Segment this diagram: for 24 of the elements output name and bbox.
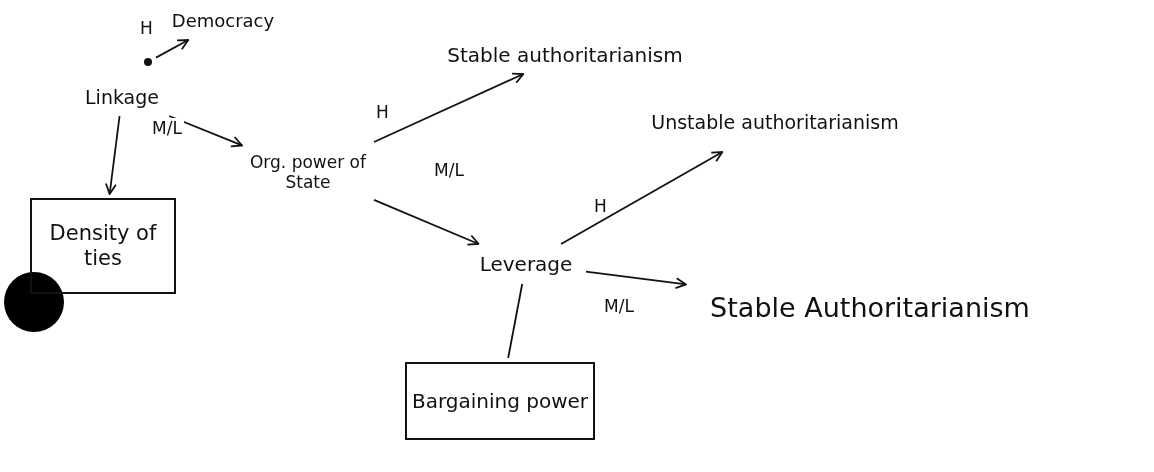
- arrow: [105, 115, 121, 195]
- box-text: Density of ties: [48, 220, 158, 272]
- node-text: Leverage: [479, 252, 573, 276]
- box-text: Bargaining power: [411, 389, 589, 413]
- node-text: Org. power of State: [249, 151, 368, 193]
- edge-label: M/L: [150, 118, 184, 138]
- text-box: [405, 362, 595, 440]
- arrow: [373, 198, 480, 246]
- node-text: Stable authoritarianism: [447, 43, 683, 67]
- edge-label: M/L: [432, 160, 466, 180]
- dot: [144, 58, 152, 66]
- text-box: [30, 198, 176, 294]
- node-text: Unstable authoritarianism: [651, 110, 899, 134]
- arrow: [168, 115, 243, 148]
- edge-label: H: [592, 196, 609, 216]
- node-text: Linkage: [85, 85, 159, 109]
- arrow: [585, 270, 687, 290]
- edge-label: M/L: [602, 296, 636, 316]
- arrow: [560, 151, 724, 245]
- node-text: Democracy: [171, 10, 275, 32]
- node-text: Stable Authoritarianism: [710, 291, 1030, 325]
- arrow: [155, 39, 190, 59]
- arrow: [373, 72, 525, 143]
- connector-line: [507, 283, 524, 359]
